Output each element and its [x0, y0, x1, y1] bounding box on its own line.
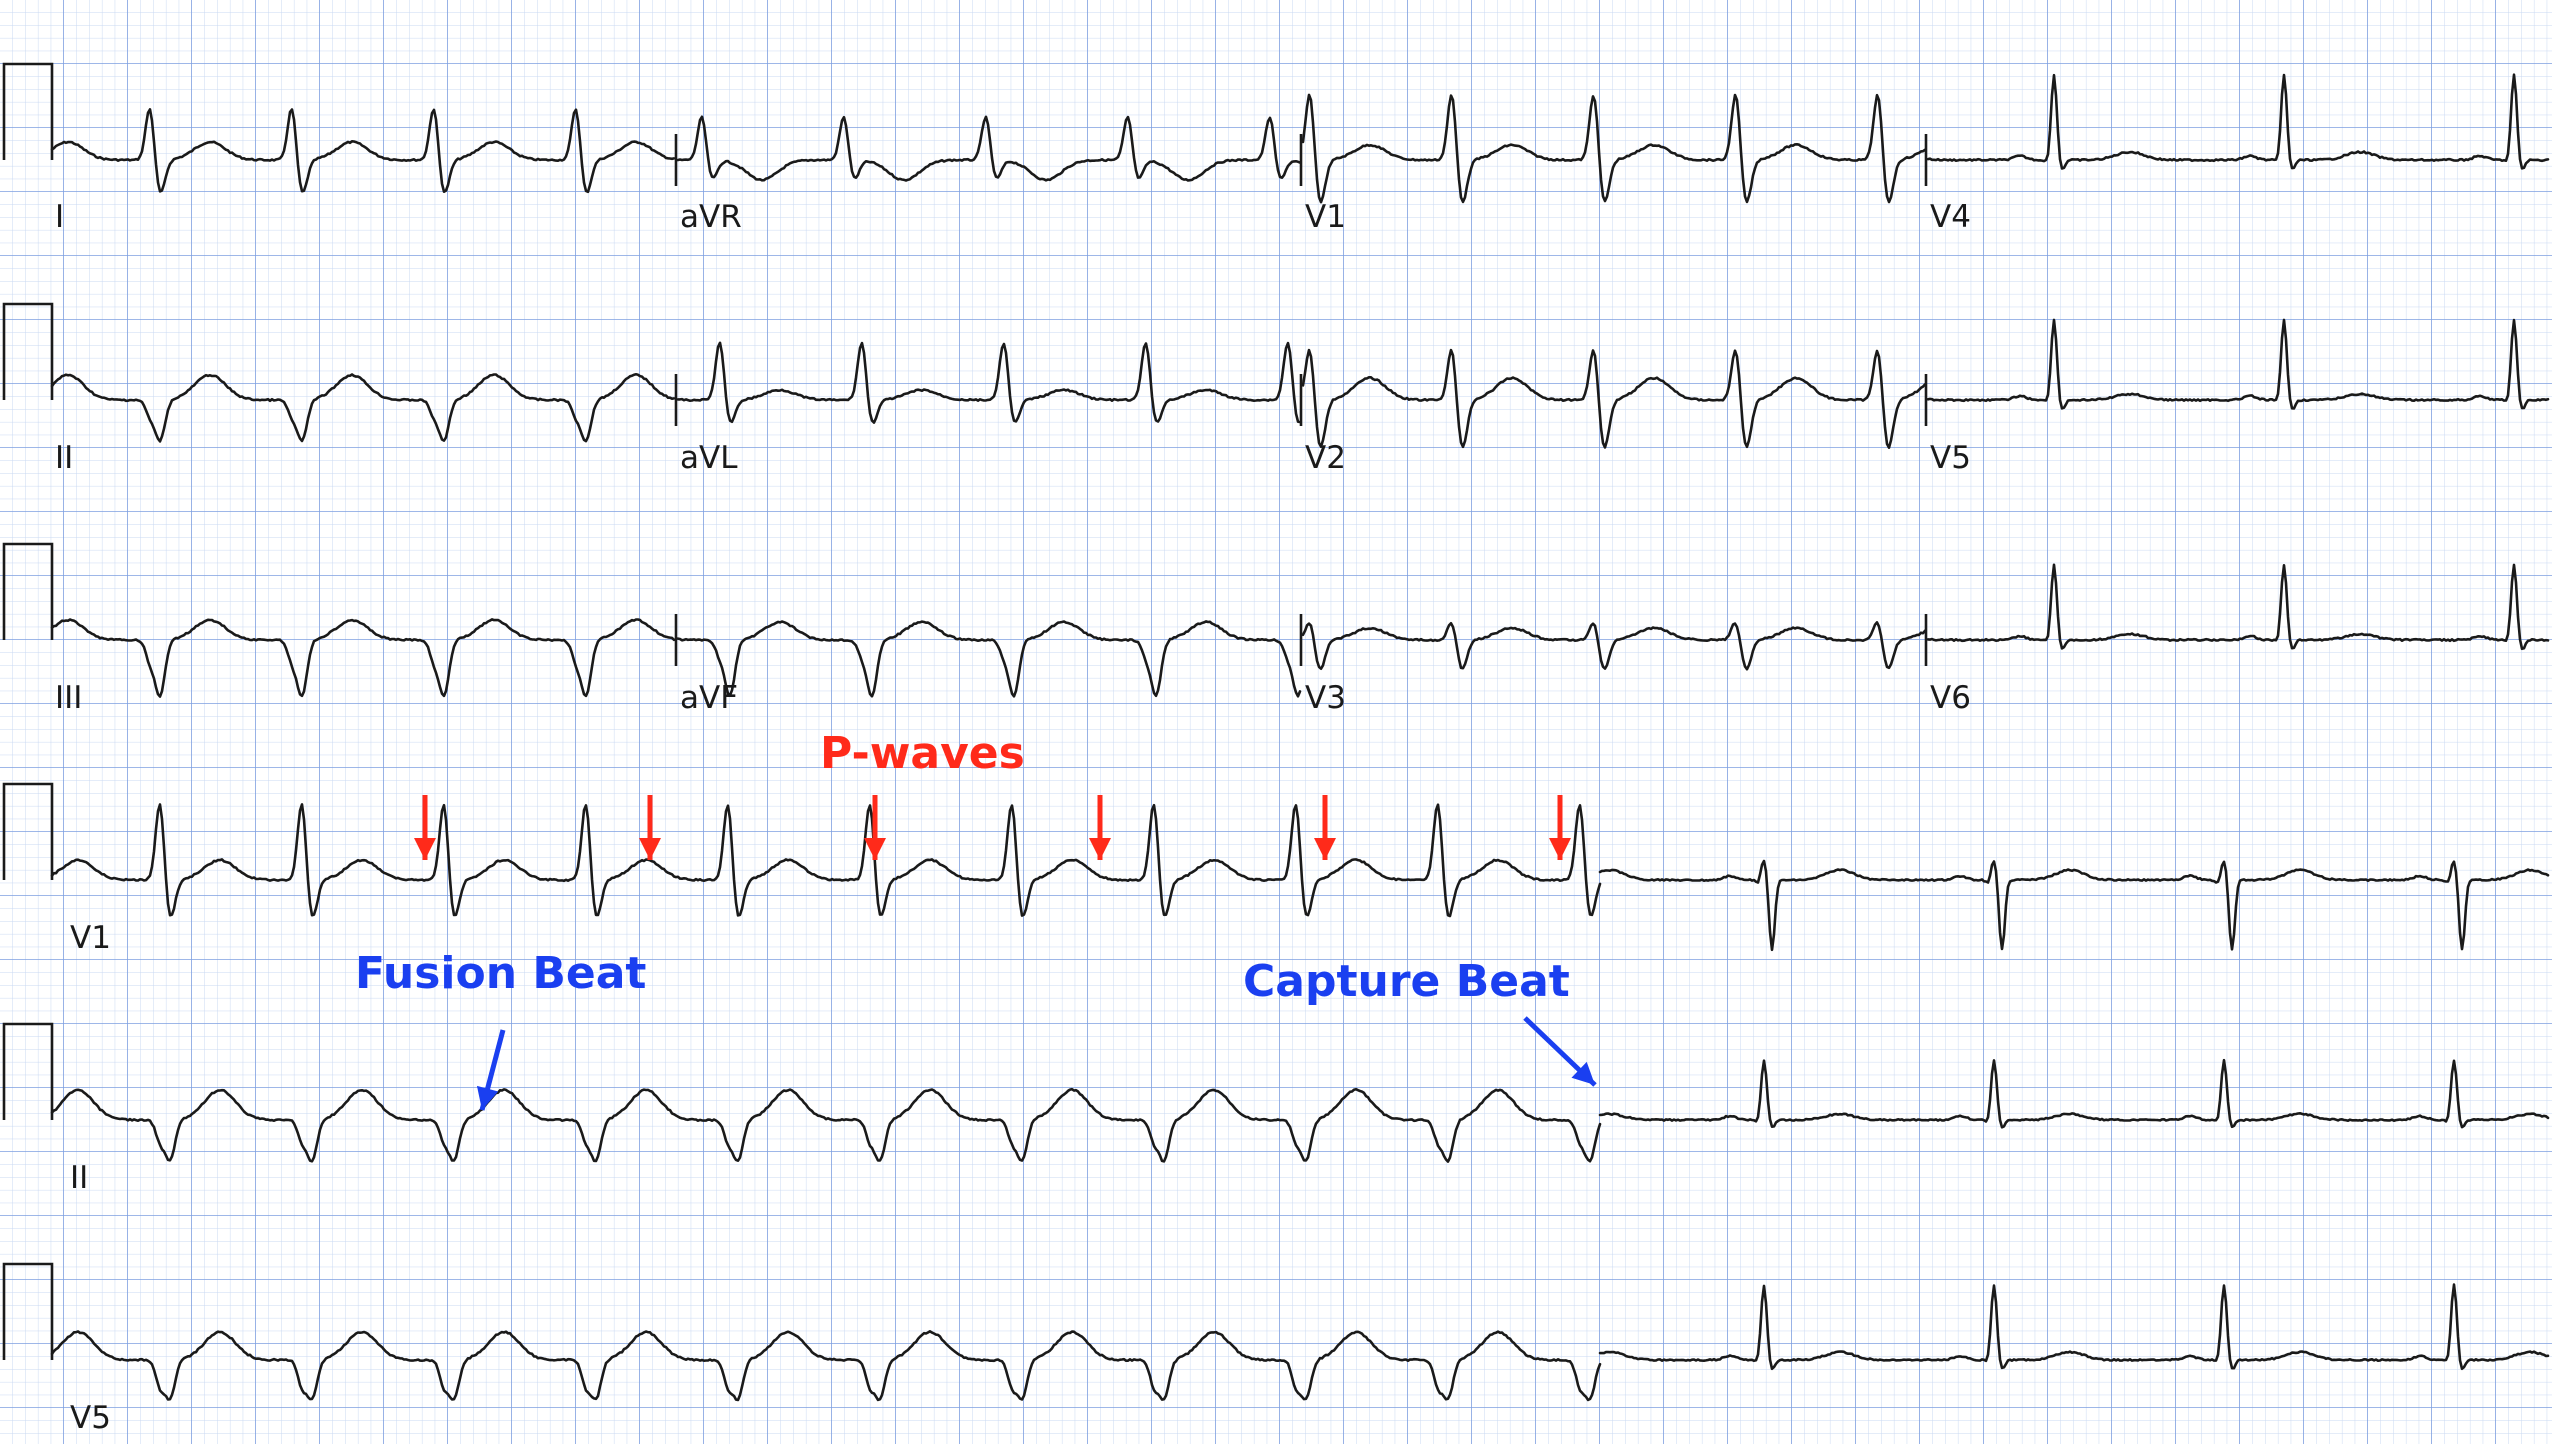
rhythm-label-ii: II	[70, 1160, 88, 1196]
lead-trace	[1301, 93, 1927, 204]
p-wave-arrow-head	[864, 838, 886, 860]
p-wave-arrow-head	[1314, 838, 1336, 860]
calibration-pulse	[2, 782, 54, 880]
p-wave-arrow-head	[1549, 838, 1571, 860]
lead-trace	[676, 620, 1302, 698]
lead-label-iii: III	[55, 680, 82, 716]
fusion-beat-arrow-head	[476, 1085, 499, 1110]
lead-label-v2: V2	[1305, 440, 1346, 476]
lead-trace	[1926, 73, 2550, 170]
lead-label-i: I	[55, 199, 64, 235]
calibration-pulse	[2, 62, 54, 160]
p-wave-arrow-head	[1089, 838, 1111, 860]
annotation-arrows	[414, 795, 1597, 1111]
lead-trace	[50, 618, 676, 698]
lead-trace	[1301, 621, 1927, 671]
lead-trace	[1926, 563, 2550, 651]
lead-label-avr: aVR	[680, 199, 742, 235]
rhythm-trace-v1	[50, 803, 1602, 918]
lead-label-v4: V4	[1930, 199, 1971, 235]
calibration-pulse	[2, 1022, 54, 1120]
lead-label-v6: V6	[1930, 680, 1971, 716]
rhythm-label-v5: V5	[70, 1400, 111, 1436]
calibration-pulse	[2, 542, 54, 640]
rhythm-trace-ii	[1598, 1058, 2550, 1129]
rhythm-trace-v5	[50, 1330, 1602, 1402]
fusion-beat-annotation: Fusion Beat	[355, 948, 646, 999]
lead-label-v3: V3	[1305, 680, 1346, 716]
calibration-pulse	[2, 1262, 54, 1360]
p-wave-arrow-head	[639, 838, 661, 860]
rhythm-trace-v5	[1598, 1283, 2550, 1371]
lead-label-v1: V1	[1305, 199, 1346, 235]
lead-trace	[1301, 348, 1927, 449]
capture-beat-annotation: Capture Beat	[1243, 956, 1570, 1007]
lead-label-avf: aVF	[680, 680, 738, 716]
lead-trace	[676, 341, 1302, 424]
lead-trace	[1926, 318, 2550, 410]
p-waves-annotation: P-waves	[820, 728, 1025, 779]
lead-label-v5: V5	[1930, 440, 1971, 476]
calibration-pulse	[2, 302, 54, 400]
lead-trace	[50, 373, 676, 443]
lead-label-ii: II	[55, 440, 73, 476]
lead-trace	[50, 108, 676, 194]
rhythm-trace-ii	[50, 1087, 1602, 1163]
rhythm-trace-v1	[1598, 859, 2550, 952]
lead-label-avl: aVL	[680, 440, 738, 476]
rhythm-label-v1: V1	[70, 920, 111, 956]
p-wave-arrow-head	[414, 838, 436, 860]
lead-trace	[676, 115, 1302, 182]
capture-beat-arrow-head	[1571, 1061, 1595, 1085]
ecg-traces	[2, 62, 2550, 1402]
